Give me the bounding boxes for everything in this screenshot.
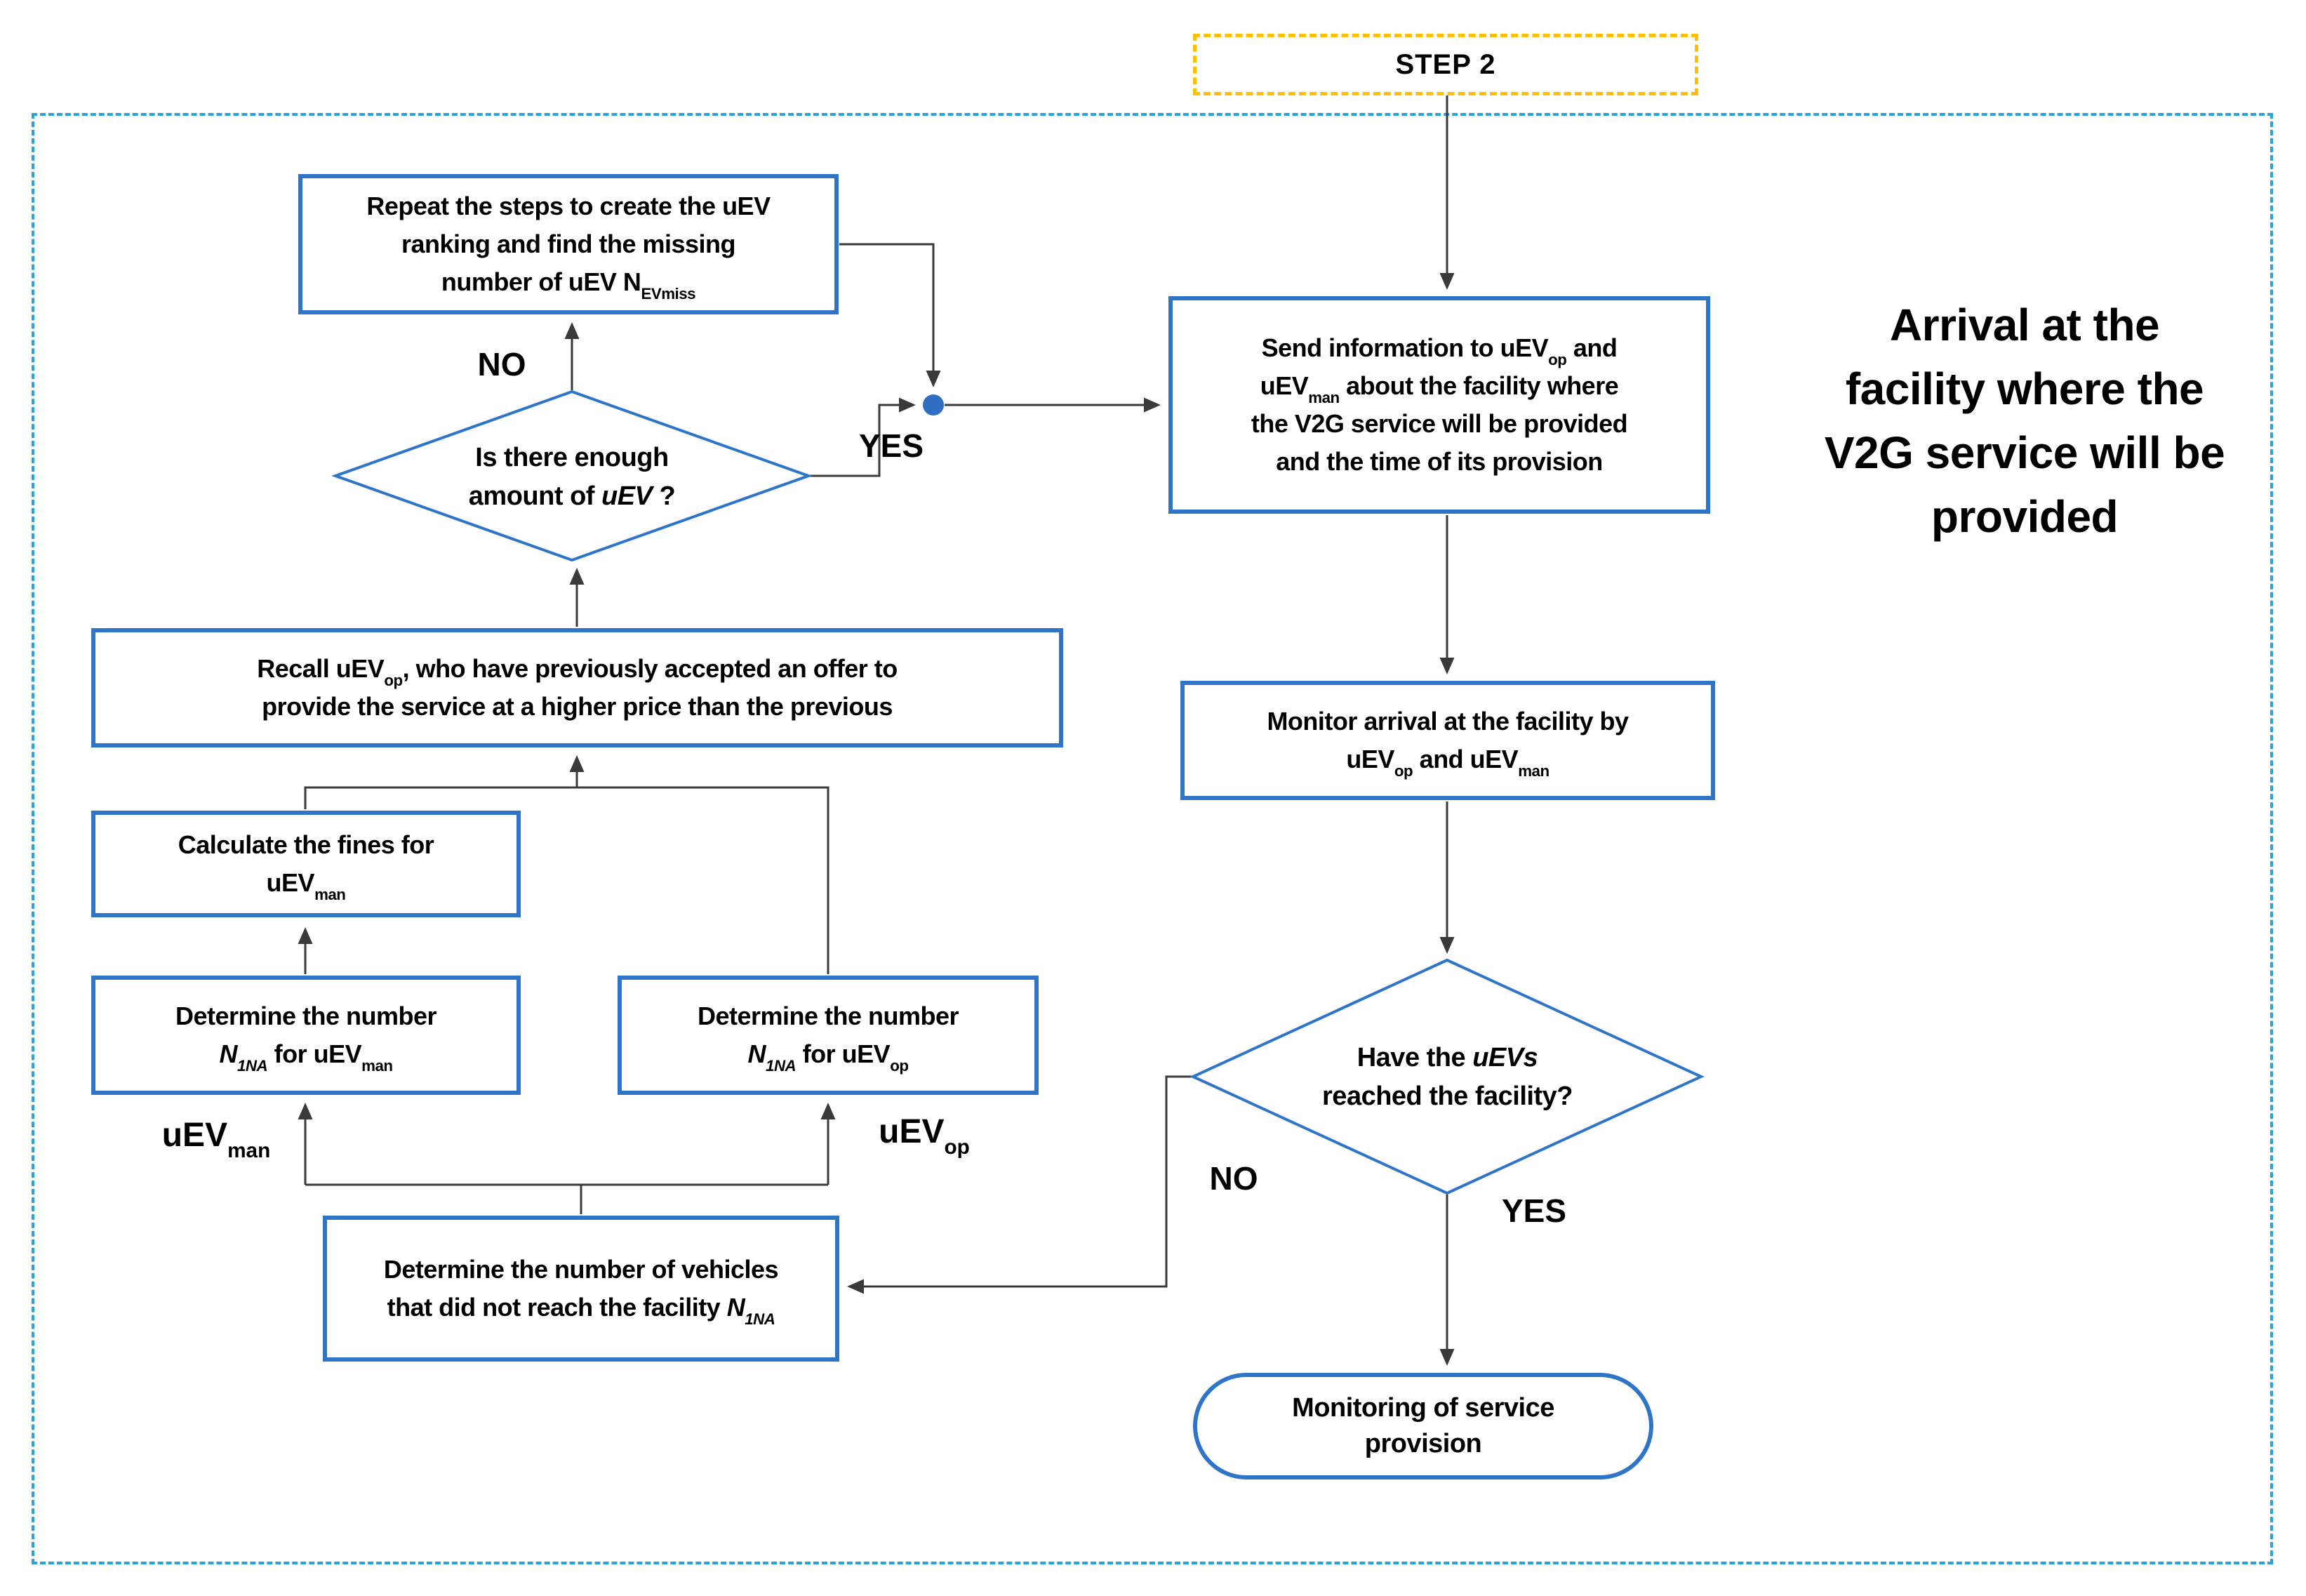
label-yes-reached: YES (1501, 1192, 1567, 1229)
section-title-line: facility where the (1845, 363, 2204, 414)
node-vehicles-not-reached: Determine the number of vehicles that di… (323, 1216, 839, 1362)
node-text-line: Monitor arrival at the facility by (1267, 707, 1629, 736)
decision-text-line: amount of uEV ? (468, 481, 676, 511)
label-no-enough: NO (477, 346, 526, 383)
node-text-line: uEVman about the facility where (1260, 371, 1619, 407)
section-title: Arrival at the facility where the V2G se… (1775, 293, 2274, 549)
node-text-line: uEVop and uEVman (1346, 745, 1549, 780)
node-text-line: N1NA for uEVop (747, 1039, 909, 1075)
node-text-line: Calculate the fines for (178, 830, 434, 859)
step2-label: STEP 2 (1395, 48, 1496, 80)
node-text-line: and the time of its provision (1276, 447, 1603, 476)
decision-reached-facility-shape (1189, 958, 1705, 1195)
node-text-line: Monitoring of service (1292, 1392, 1554, 1423)
flow-region-border (32, 113, 2273, 1564)
section-title-line: V2G service will be (1824, 427, 2225, 478)
section-title-line: provided (1931, 491, 2119, 542)
node-send-information: Send information to uEVop and uEVman abo… (1168, 296, 1710, 514)
node-text-line: number of uEV NEVmiss (441, 267, 696, 303)
step2-node: STEP 2 (1193, 34, 1698, 95)
arrow-no-reached-to-vehicles (847, 1075, 1193, 1294)
decision-enough-uev-text: Is there enough amount of uEV ? (396, 425, 747, 530)
node-text-line: ranking and find the missing (401, 230, 736, 258)
decision-reached-facility-text: Have the uEVs reached the facility? (1270, 1025, 1625, 1130)
label-uev-man: uEVman (161, 1117, 271, 1162)
label-uev-op: uEVop (879, 1113, 970, 1159)
node-text-line: the V2G service will be provided (1251, 409, 1628, 438)
decision-text-line: reached the facility? (1322, 1082, 1573, 1111)
node-calculate-fines: Calculate the fines for uEVman (91, 811, 521, 917)
node-monitoring-service-provision: Monitoring of service provision (1193, 1373, 1653, 1479)
node-n1na-uev-man: Determine the number N1NA for uEVman (91, 976, 521, 1095)
node-text-line: Determine the number (697, 1002, 959, 1030)
label-no-reached: NO (1209, 1160, 1258, 1197)
wire-fines-and-n1na-op-to-recall (304, 786, 829, 974)
node-text-line: N1NA for uEVman (219, 1039, 393, 1075)
arrow-yes-enough-to-junction (809, 397, 916, 477)
node-text-line: uEVman (266, 868, 346, 904)
decision-text-line: Is there enough (475, 442, 669, 472)
node-text-line: Repeat the steps to create the uEV (366, 192, 771, 220)
node-text-line: Determine the number of vehicles (383, 1255, 779, 1284)
node-text-line: provision (1364, 1429, 1482, 1458)
node-text-line: that did not reach the facility N1NA (387, 1293, 775, 1329)
node-text-line: Determine the number (175, 1002, 437, 1030)
node-n1na-uev-op: Determine the number N1NA for uEVop (618, 976, 1039, 1095)
node-recall-uev-op: Recall uEVop, who have previously accept… (91, 628, 1063, 747)
decision-text-line: Have the uEVs (1357, 1042, 1538, 1072)
node-text-line: Recall uEVop, who have previously accept… (257, 654, 898, 690)
section-title-line: Arrival at the (1889, 300, 2160, 350)
arrow-repeat-to-junction (839, 243, 941, 387)
decision-enough-uev-shape (331, 390, 813, 562)
label-yes-enough: YES (858, 427, 924, 464)
node-repeat-steps: Repeat the steps to create the uEV ranki… (298, 174, 839, 314)
node-monitor-arrival: Monitor arrival at the facility by uEVop… (1180, 681, 1715, 800)
junction-dot (923, 394, 944, 415)
node-text-line: Send information to uEVop and (1261, 333, 1618, 369)
node-text-line: provide the service at a higher price th… (262, 692, 893, 721)
